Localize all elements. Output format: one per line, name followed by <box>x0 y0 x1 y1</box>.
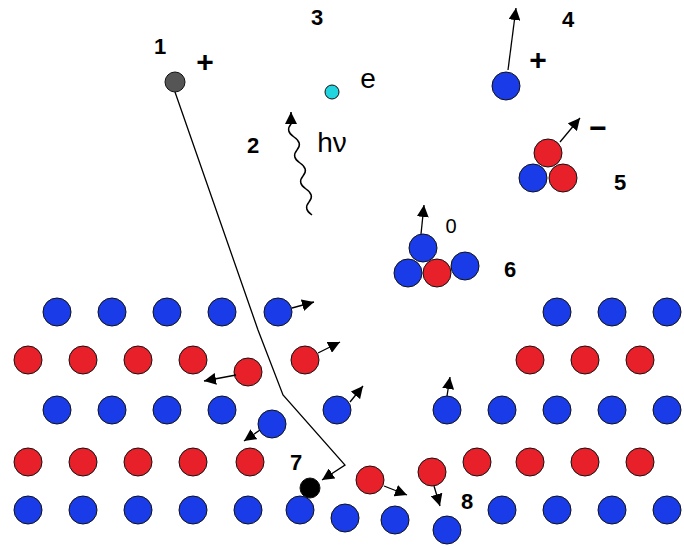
callout-number: 2 <box>247 135 259 157</box>
sputtered-ion <box>492 72 520 100</box>
atom <box>291 346 319 374</box>
atom <box>264 298 292 326</box>
atom <box>433 516 461 544</box>
atom <box>543 396 571 424</box>
atom <box>381 506 409 534</box>
atom <box>356 466 384 494</box>
atom <box>69 346 97 374</box>
charge-sign: 0 <box>445 216 456 236</box>
atom <box>571 346 599 374</box>
atom <box>626 448 654 476</box>
charge-sign: + <box>196 47 214 77</box>
motion-arrow <box>508 8 516 70</box>
atom <box>179 346 207 374</box>
atom <box>124 448 152 476</box>
atom <box>653 298 681 326</box>
atom <box>14 346 42 374</box>
cluster-atom <box>519 164 547 192</box>
atom <box>433 396 461 424</box>
atom <box>124 346 152 374</box>
cluster-atom <box>549 164 577 192</box>
atom <box>208 298 236 326</box>
atom <box>236 448 264 476</box>
atom <box>626 346 654 374</box>
atom <box>98 396 126 424</box>
atom <box>516 448 544 476</box>
atom <box>323 396 351 424</box>
charge-sign: + <box>529 45 547 75</box>
atom <box>598 396 626 424</box>
atom <box>179 496 207 524</box>
primary-ion <box>165 72 185 92</box>
cluster-atom <box>451 252 479 280</box>
callout-number: 4 <box>562 9 574 31</box>
atom <box>258 410 286 438</box>
atom <box>124 496 152 524</box>
callout-number: 6 <box>504 259 516 281</box>
callout-number: 8 <box>461 491 473 513</box>
atom <box>571 448 599 476</box>
callout-number: 7 <box>290 452 302 474</box>
atom <box>234 496 262 524</box>
atom <box>286 496 314 524</box>
atom <box>14 448 42 476</box>
cluster-atom <box>423 259 451 287</box>
photon-symbol: hν <box>317 129 347 157</box>
atom <box>208 396 236 424</box>
atom <box>598 496 626 524</box>
atom <box>43 298 71 326</box>
motion-arrow <box>434 486 440 506</box>
callout-number: 3 <box>311 7 323 29</box>
cluster-atom <box>534 139 562 167</box>
atom <box>653 396 681 424</box>
atom <box>543 496 571 524</box>
motion-arrow <box>384 486 407 495</box>
atom <box>418 458 446 486</box>
motion-arrow <box>318 342 340 353</box>
atom <box>69 496 97 524</box>
implanted-ion <box>300 478 320 498</box>
atom <box>153 396 181 424</box>
atom <box>234 358 262 386</box>
atom <box>653 496 681 524</box>
atom <box>331 504 359 532</box>
cluster-atom <box>394 259 422 287</box>
callout-number: 5 <box>614 172 626 194</box>
electron <box>325 85 339 99</box>
atom <box>488 396 516 424</box>
photon-wave <box>289 112 312 215</box>
atom <box>516 346 544 374</box>
atom <box>598 298 626 326</box>
atom <box>14 496 42 524</box>
motion-arrow <box>560 118 580 142</box>
motion-arrow <box>292 302 314 308</box>
cluster-atom <box>409 234 437 262</box>
callout-number: 1 <box>154 36 166 58</box>
atom <box>463 448 491 476</box>
motion-arrow <box>244 430 260 441</box>
motion-arrow <box>350 386 363 402</box>
particle-symbol: e <box>360 65 376 93</box>
atom <box>98 298 126 326</box>
atom <box>69 448 97 476</box>
atom <box>543 298 571 326</box>
atom <box>43 396 71 424</box>
motion-arrow <box>204 375 236 381</box>
atom <box>179 448 207 476</box>
atom <box>153 298 181 326</box>
motion-arrow <box>421 205 424 234</box>
atom <box>488 496 516 524</box>
motion-arrow <box>447 377 450 396</box>
charge-sign: − <box>589 113 607 143</box>
